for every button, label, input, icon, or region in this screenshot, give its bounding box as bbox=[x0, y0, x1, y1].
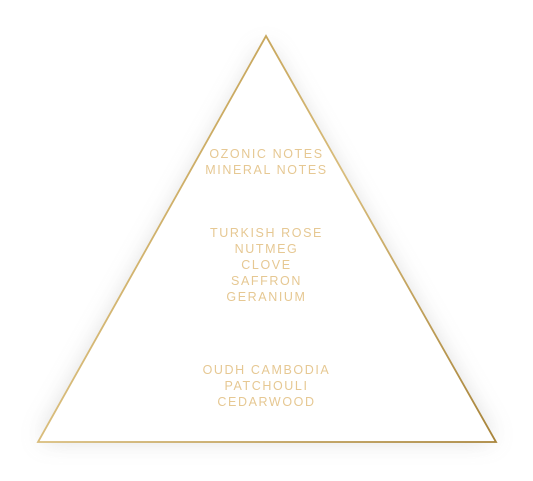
heart-note: CLOVE bbox=[241, 258, 292, 272]
top-note: MINERAL NOTES bbox=[205, 163, 328, 177]
pyramid-outline bbox=[36, 34, 498, 443]
top-note: OZONIC NOTES bbox=[209, 147, 324, 161]
base-note: OUDH CAMBODIA bbox=[202, 363, 331, 377]
pyramid-body bbox=[38, 36, 496, 442]
heart-notes-tier: TURKISH ROSE NUTMEG CLOVE SAFFRON GERANI… bbox=[0, 225, 533, 305]
heart-note: GERANIUM bbox=[226, 290, 307, 304]
heart-note: NUTMEG bbox=[234, 242, 299, 256]
base-notes-tier: OUDH CAMBODIA PATCHOULI CEDARWOOD bbox=[0, 362, 533, 410]
top-notes-tier: OZONIC NOTES MINERAL NOTES bbox=[0, 146, 533, 178]
base-note: PATCHOULI bbox=[224, 379, 309, 393]
heart-note: SAFFRON bbox=[231, 274, 302, 288]
heart-note: TURKISH ROSE bbox=[210, 226, 323, 240]
base-note: CEDARWOOD bbox=[217, 395, 316, 409]
